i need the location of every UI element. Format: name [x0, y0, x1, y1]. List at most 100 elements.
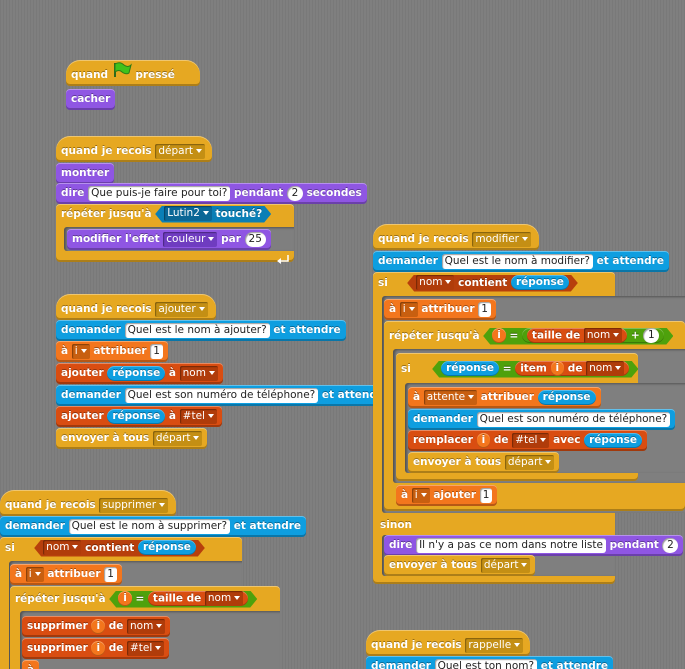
effect-value-input[interactable]: 25: [244, 231, 266, 247]
variable-reporter[interactable]: i: [91, 618, 106, 634]
message-dropdown[interactable]: départ: [480, 557, 531, 573]
sprite-dropdown[interactable]: Lutin2: [164, 206, 212, 221]
add-operator-reporter[interactable]: taille de nom + 1: [522, 328, 664, 343]
replace-item-block[interactable]: remplacer i de #tel avec réponse: [408, 430, 647, 451]
list-length-reporter[interactable]: taille de nom: [527, 328, 627, 343]
ask-text-input[interactable]: Quel est son numéro de téléphone?: [476, 411, 671, 427]
list-dropdown[interactable]: #tel: [179, 408, 217, 424]
answer-reporter[interactable]: réponse: [107, 365, 166, 381]
ask-and-wait-block[interactable]: demander Quel est le nom à ajouter? et a…: [56, 320, 346, 341]
message-dropdown[interactable]: rappelle: [465, 637, 524, 653]
set-variable-block[interactable]: à i attribuer 1: [10, 564, 122, 585]
list-dropdown[interactable]: nom: [586, 361, 624, 376]
equals-boolean[interactable]: i = taille de nom + 1: [483, 328, 673, 345]
ask-text-input[interactable]: Quel est le nom à modifier?: [441, 253, 593, 269]
value-input[interactable]: 1: [150, 343, 163, 359]
answer-reporter[interactable]: réponse: [584, 432, 642, 448]
say-text-input[interactable]: Que puis-je faire pour toi?: [88, 185, 231, 201]
list-length-reporter[interactable]: taille de nom: [148, 591, 248, 606]
list-dropdown[interactable]: #tel: [512, 432, 550, 448]
change-effect-block[interactable]: modifier l'effet couleur par 25: [67, 229, 271, 250]
number-input[interactable]: 1: [643, 328, 659, 343]
when-i-receive-hat[interactable]: quand je recois départ: [56, 136, 212, 162]
hide-block[interactable]: cacher: [66, 89, 116, 110]
hat-label: quand je recois: [61, 303, 152, 315]
ask-and-wait-block[interactable]: demander Quel est ton nom? et attendre: [366, 656, 614, 669]
change-variable-block[interactable]: à: [22, 660, 40, 669]
answer-reporter[interactable]: réponse: [138, 540, 196, 555]
touching-sprite-boolean[interactable]: Lutin2 touché?: [155, 206, 271, 223]
list-dropdown[interactable]: nom: [127, 618, 166, 634]
answer-reporter[interactable]: réponse: [107, 408, 166, 424]
ask-and-wait-block[interactable]: demander Quel est son numéro de téléphon…: [56, 385, 395, 406]
set-variable-block[interactable]: à i attribuer 1: [56, 341, 168, 362]
broadcast-block[interactable]: envoyer à tous départ: [56, 428, 208, 449]
value-input[interactable]: 1: [478, 301, 491, 317]
variable-dropdown[interactable]: attente: [423, 389, 478, 405]
message-dropdown[interactable]: supprimer: [99, 497, 169, 513]
list-dropdown[interactable]: nom: [205, 591, 243, 606]
say-for-secs-block[interactable]: dire Que puis-je faire pour toi? pendant…: [56, 183, 367, 204]
add-to-list-block[interactable]: ajouter réponse à nom: [56, 363, 223, 384]
ask-text-input[interactable]: Quel est ton nom?: [434, 658, 538, 669]
block-label: taille de: [531, 329, 581, 342]
set-variable-block[interactable]: à attente attribuer réponse: [408, 387, 601, 408]
list-dropdown[interactable]: nom: [179, 365, 218, 381]
variable-reporter[interactable]: i: [551, 361, 565, 376]
list-dropdown[interactable]: nom: [584, 328, 622, 343]
equals-boolean[interactable]: i = taille de nom: [109, 591, 257, 608]
equals-boolean[interactable]: réponse = item i de nom: [432, 361, 638, 378]
if-header: si réponse = item i de nom: [396, 359, 643, 380]
say-for-secs-block[interactable]: dire Il n'y a pas ce nom dans notre list…: [384, 535, 684, 556]
ask-and-wait-block[interactable]: demander Quel est le nom à supprimer? et…: [0, 516, 307, 537]
variable-reporter[interactable]: i: [476, 432, 491, 448]
variable-reporter[interactable]: i: [91, 640, 106, 656]
when-i-receive-hat[interactable]: quand je recois ajouter: [56, 294, 216, 320]
secs-input[interactable]: 2: [286, 185, 303, 201]
ask-and-wait-block[interactable]: demander Quel est le nom à modifier? et …: [373, 251, 669, 272]
delete-from-list-block[interactable]: supprimer i de #tel: [22, 638, 170, 659]
show-block[interactable]: montrer: [56, 163, 115, 184]
set-variable-block[interactable]: à i attribuer 1: [384, 299, 496, 320]
message-dropdown[interactable]: départ: [504, 454, 555, 470]
change-variable-block[interactable]: à i ajouter 1: [396, 485, 498, 506]
variable-dropdown[interactable]: i: [71, 343, 90, 359]
when-flag-clicked-hat[interactable]: quand pressé: [66, 60, 200, 86]
list-contains-boolean[interactable]: nom contient réponse: [407, 275, 578, 292]
variable-dropdown[interactable]: i: [399, 301, 418, 317]
message-dropdown[interactable]: modifier: [472, 231, 531, 247]
ask-and-wait-block[interactable]: demander Quel est son numéro de téléphon…: [408, 409, 676, 430]
say-text-input[interactable]: Il n'y a pas ce nom dans notre liste: [416, 537, 606, 553]
broadcast-block[interactable]: envoyer à tous départ: [408, 452, 560, 473]
list-dropdown[interactable]: #tel: [127, 640, 165, 656]
answer-reporter[interactable]: réponse: [511, 275, 569, 290]
list-dropdown[interactable]: nom: [43, 540, 81, 555]
ask-text-input[interactable]: Quel est le nom à ajouter?: [124, 322, 270, 338]
effect-dropdown[interactable]: couleur: [163, 231, 218, 247]
ask-text-input[interactable]: Quel est son numéro de téléphone?: [124, 387, 319, 403]
list-contains-boolean[interactable]: nom contient réponse: [34, 540, 205, 557]
delete-from-list-block[interactable]: supprimer i de nom: [22, 616, 171, 637]
message-dropdown[interactable]: ajouter: [155, 301, 208, 317]
secs-input[interactable]: 2: [662, 537, 679, 553]
list-dropdown[interactable]: nom: [416, 275, 454, 290]
hat-label: quand je recois: [371, 639, 462, 651]
variable-dropdown[interactable]: i: [411, 487, 430, 503]
variable-reporter[interactable]: i: [118, 591, 132, 606]
message-dropdown[interactable]: départ: [155, 143, 206, 159]
ask-text-input[interactable]: Quel est le nom à supprimer?: [68, 518, 231, 534]
variable-reporter[interactable]: i: [492, 328, 506, 343]
answer-reporter[interactable]: réponse: [441, 361, 499, 376]
value-input[interactable]: 1: [479, 487, 493, 503]
when-i-receive-hat[interactable]: quand je recois supprimer: [0, 490, 176, 516]
when-i-receive-hat[interactable]: quand je recois rappelle: [366, 630, 530, 656]
add-to-list-block[interactable]: ajouter réponse à #tel: [56, 406, 222, 427]
answer-reporter[interactable]: réponse: [537, 389, 596, 405]
broadcast-block[interactable]: envoyer à tous départ: [384, 555, 536, 576]
message-dropdown[interactable]: départ: [152, 430, 203, 446]
variable-dropdown[interactable]: i: [25, 566, 44, 582]
when-i-receive-hat[interactable]: quand je recois modifier: [373, 224, 539, 250]
item-of-list-reporter[interactable]: item i de nom: [515, 361, 629, 376]
value-input[interactable]: 1: [104, 566, 117, 582]
